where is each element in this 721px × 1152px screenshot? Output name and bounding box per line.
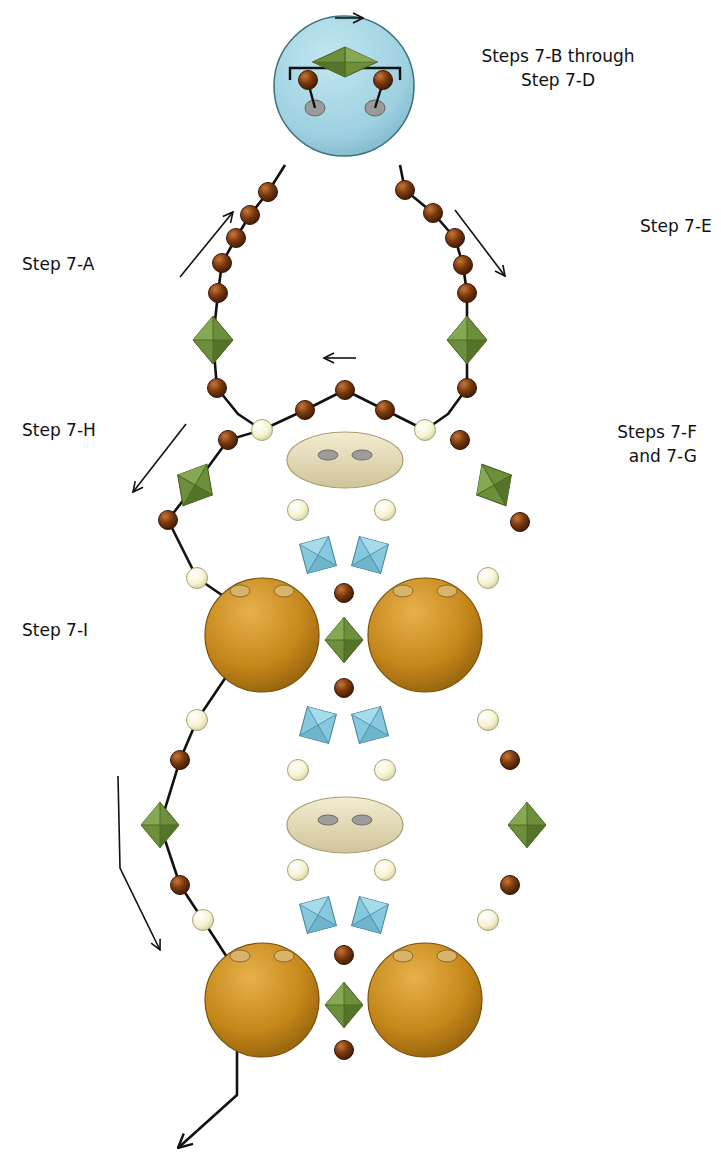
step-label: Step 7-H [22,418,96,442]
blue-button [274,16,414,156]
direction-arrow [118,18,505,950]
centre-column [205,432,482,1060]
step-label: Step 7-E [640,214,712,238]
step-label: Steps 7-F and 7-G [585,420,697,468]
step-label: Step 7-A [22,252,94,276]
step-label: Steps 7-B through Step 7-D [462,44,654,92]
bead-strand [141,431,546,931]
step-label: Step 7-I [22,618,88,642]
bead-strand [193,181,487,441]
